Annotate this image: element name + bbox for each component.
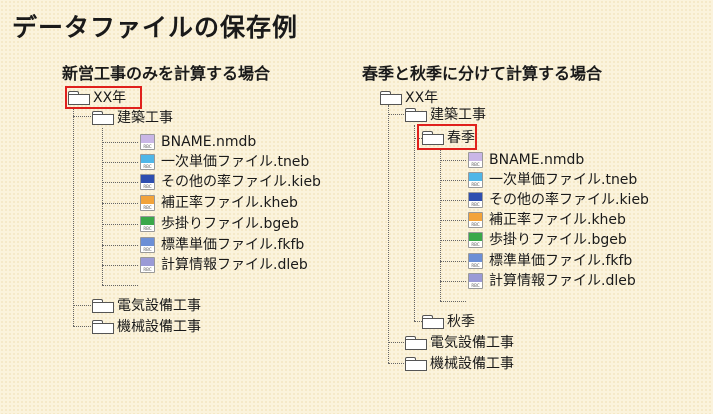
file-name: 一次単価ファイル.tneb <box>161 154 310 170</box>
file-name: 補正率ファイル.kheb <box>489 212 626 228</box>
folder-electrical[interactable]: 電気設備工事 <box>405 332 514 352</box>
left-folder-tree: XX年 建築工事 RBC BNAME.nmdb RBC 一次単価ファイル.tne… <box>40 60 380 410</box>
file-icon: RBC <box>140 195 155 211</box>
file-name: その他の率ファイル.kieb <box>489 192 649 208</box>
file-icon: RBC <box>468 152 483 168</box>
file-item[interactable]: RBC 歩掛りファイル.bgeb <box>468 230 627 250</box>
folder-mechanical[interactable]: 機械設備工事 <box>92 316 201 336</box>
file-name: 標準単価ファイル.fkfb <box>489 253 633 269</box>
file-icon: RBC <box>468 273 483 289</box>
folder-icon <box>92 298 114 313</box>
folder-icon <box>422 130 444 145</box>
file-icon: RBC <box>468 212 483 228</box>
folder-icon <box>68 90 90 105</box>
file-icon: RBC <box>140 237 155 253</box>
file-name: 計算情報ファイル.dleb <box>489 273 636 289</box>
file-name: 計算情報ファイル.dleb <box>161 257 308 273</box>
folder-icon <box>422 314 444 329</box>
folder-label: 機械設備工事 <box>430 356 514 372</box>
folder-spring[interactable]: 春季 <box>422 127 475 147</box>
file-name: 標準単価ファイル.fkfb <box>161 237 305 253</box>
file-item[interactable]: RBC その他の率ファイル.kieb <box>468 190 649 210</box>
folder-autumn[interactable]: 秋季 <box>422 311 475 331</box>
file-name: その他の率ファイル.kieb <box>161 174 321 190</box>
page-title: データファイルの保存例 <box>12 13 299 42</box>
folder-icon <box>380 90 402 105</box>
file-name: 補正率ファイル.kheb <box>161 195 298 211</box>
file-item[interactable]: RBC 標準単価ファイル.fkfb <box>140 235 304 255</box>
folder-category[interactable]: 建築工事 <box>92 107 173 127</box>
file-icon: RBC <box>468 192 483 208</box>
file-icon: RBC <box>468 172 483 188</box>
file-item[interactable]: RBC BNAME.nmdb <box>140 132 256 152</box>
folder-icon <box>405 356 427 371</box>
highlight-box <box>417 124 477 150</box>
file-item[interactable]: RBC 一次単価ファイル.tneb <box>468 170 637 190</box>
file-icon: RBC <box>140 134 155 150</box>
folder-label: 機械設備工事 <box>117 319 201 335</box>
folder-icon <box>405 335 427 350</box>
folder-label: 電気設備工事 <box>430 335 514 351</box>
file-icon: RBC <box>140 154 155 170</box>
folder-mechanical[interactable]: 機械設備工事 <box>405 353 514 373</box>
folder-label: 電気設備工事 <box>117 298 201 314</box>
folder-root[interactable]: XX年 <box>68 87 126 107</box>
file-name: 歩掛りファイル.bgeb <box>161 216 299 232</box>
file-item[interactable]: RBC 一次単価ファイル.tneb <box>140 152 309 172</box>
folder-category[interactable]: 建築工事 <box>405 104 486 124</box>
right-heading: 春季と秋季に分けて計算する場合 <box>362 64 603 83</box>
folder-label: 春季 <box>447 130 475 146</box>
file-item[interactable]: RBC 標準単価ファイル.fkfb <box>468 251 632 271</box>
folder-label: 秋季 <box>447 314 475 330</box>
file-icon: RBC <box>140 174 155 190</box>
folder-icon <box>405 107 427 122</box>
right-folder-tree: XX年 建築工事 春季 RBC BNAME.nmdb RBC 一次単価ファイル.… <box>360 60 700 410</box>
file-icon: RBC <box>468 232 483 248</box>
file-item[interactable]: RBC その他の率ファイル.kieb <box>140 172 321 192</box>
file-name: BNAME.nmdb <box>489 152 585 168</box>
file-item[interactable]: RBC 補正率ファイル.kheb <box>468 210 626 230</box>
file-item[interactable]: RBC 歩掛りファイル.bgeb <box>140 214 299 234</box>
file-item[interactable]: RBC BNAME.nmdb <box>468 150 584 170</box>
file-icon: RBC <box>140 257 155 273</box>
folder-label: XX年 <box>405 90 439 106</box>
folder-label: 建築工事 <box>430 107 486 123</box>
file-item[interactable]: RBC 補正率ファイル.kheb <box>140 193 298 213</box>
folder-icon <box>92 319 114 334</box>
file-name: BNAME.nmdb <box>161 134 257 150</box>
file-name: 歩掛りファイル.bgeb <box>489 232 627 248</box>
file-name: 一次単価ファイル.tneb <box>489 172 638 188</box>
file-item[interactable]: RBC 計算情報ファイル.dleb <box>468 271 636 291</box>
folder-root[interactable]: XX年 <box>380 87 438 107</box>
folder-electrical[interactable]: 電気設備工事 <box>92 295 201 315</box>
file-item[interactable]: RBC 計算情報ファイル.dleb <box>140 255 308 275</box>
folder-label: XX年 <box>93 90 127 106</box>
folder-label: 建築工事 <box>117 110 173 126</box>
file-icon: RBC <box>140 216 155 232</box>
file-icon: RBC <box>468 253 483 269</box>
folder-icon <box>92 110 114 125</box>
highlight-box <box>65 86 142 109</box>
left-heading: 新営工事のみを計算する場合 <box>62 64 271 83</box>
